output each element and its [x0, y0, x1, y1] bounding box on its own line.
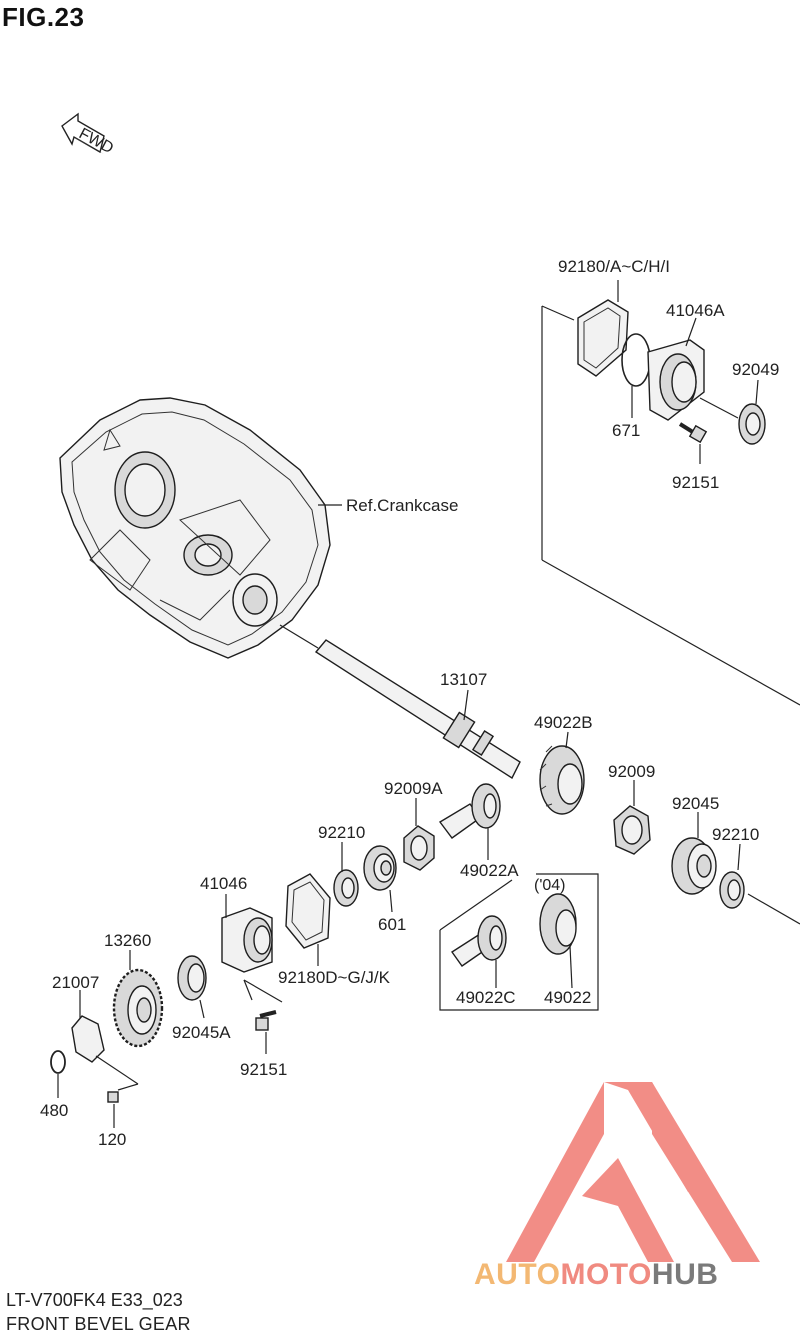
part-label: 92180D~G/J/K — [278, 968, 391, 987]
part-label: 671 — [612, 421, 640, 440]
bevel-gear-49022B — [539, 731, 585, 815]
circlip-480 — [50, 1050, 66, 1098]
variant-04-box — [439, 873, 599, 1011]
ref-crankcase-label: Ref.Crankcase — [346, 496, 458, 515]
watermark-auto: AUTO — [474, 1258, 561, 1291]
pinion-gear-49022A — [438, 783, 501, 860]
crankcase — [59, 397, 342, 659]
part-label: 13107 — [440, 670, 487, 689]
nut-92009A — [403, 798, 435, 871]
bearing-92045A — [177, 955, 207, 1019]
gear-13260 — [112, 950, 164, 1048]
bearing-601 — [363, 845, 397, 913]
part-label: 601 — [378, 915, 406, 934]
fwd-label: FWD — [76, 125, 116, 157]
part-label: 92045A — [172, 1023, 231, 1042]
plate-21007 — [71, 990, 139, 1091]
part-label: 49022B — [534, 713, 593, 732]
part-label: 92151 — [672, 473, 719, 492]
part-label: 92009 — [608, 762, 655, 781]
part-label: 92045 — [672, 794, 719, 813]
gasket-92180D — [285, 873, 331, 966]
part-label: 41046A — [666, 301, 725, 320]
part-label: 13260 — [104, 931, 151, 950]
part-label: 49022C — [456, 988, 516, 1007]
pinion-gear-49022C — [451, 915, 507, 988]
part-label: 21007 — [52, 973, 99, 992]
watermark-moto: MOTO — [560, 1258, 652, 1291]
watermark-hub: HUB — [651, 1258, 719, 1291]
part-label: 480 — [40, 1101, 68, 1120]
part-label: 92009A — [384, 779, 443, 798]
figure-title: FIG.23 — [2, 2, 85, 32]
section-name: FRONT BEVEL GEAR — [6, 1314, 191, 1334]
gasket-92180-top — [577, 280, 629, 377]
watermark-text: AUTOMOTOHUB — [474, 1258, 718, 1292]
housing-41046A — [647, 317, 739, 421]
part-label: 41046 — [200, 874, 247, 893]
housing-41046 — [221, 894, 283, 1003]
part-label: 92180/A~C/H/I — [558, 257, 670, 276]
bolt-92151-bottom — [255, 1010, 277, 1054]
oil-seal-92049 — [738, 379, 766, 445]
automotohub-logo-icon — [506, 1082, 760, 1262]
cover-assembly-bracket — [541, 305, 800, 706]
shaft-13107 — [314, 639, 521, 780]
nut-92009 — [613, 780, 651, 855]
shim-92210-left — [333, 842, 359, 907]
part-label: 92049 — [732, 360, 779, 379]
part-label: 92210 — [318, 823, 365, 842]
model-code: LT-V700FK4 E33_023 — [6, 1290, 183, 1310]
screw-120 — [107, 1091, 119, 1128]
part-label: 92151 — [240, 1060, 287, 1079]
variant-label: ('04) — [534, 877, 566, 894]
fwd-arrow-icon: FWD — [61, 112, 116, 157]
bearing-92045 — [671, 812, 717, 895]
part-label: 49022 — [544, 988, 591, 1007]
shim-92210-right — [719, 843, 800, 925]
bevel-gear-49022 — [539, 893, 577, 989]
part-label: 120 — [98, 1130, 126, 1149]
bolt-92151-top — [678, 422, 708, 464]
part-label: 49022A — [460, 861, 519, 880]
part-label: 92210 — [712, 825, 759, 844]
